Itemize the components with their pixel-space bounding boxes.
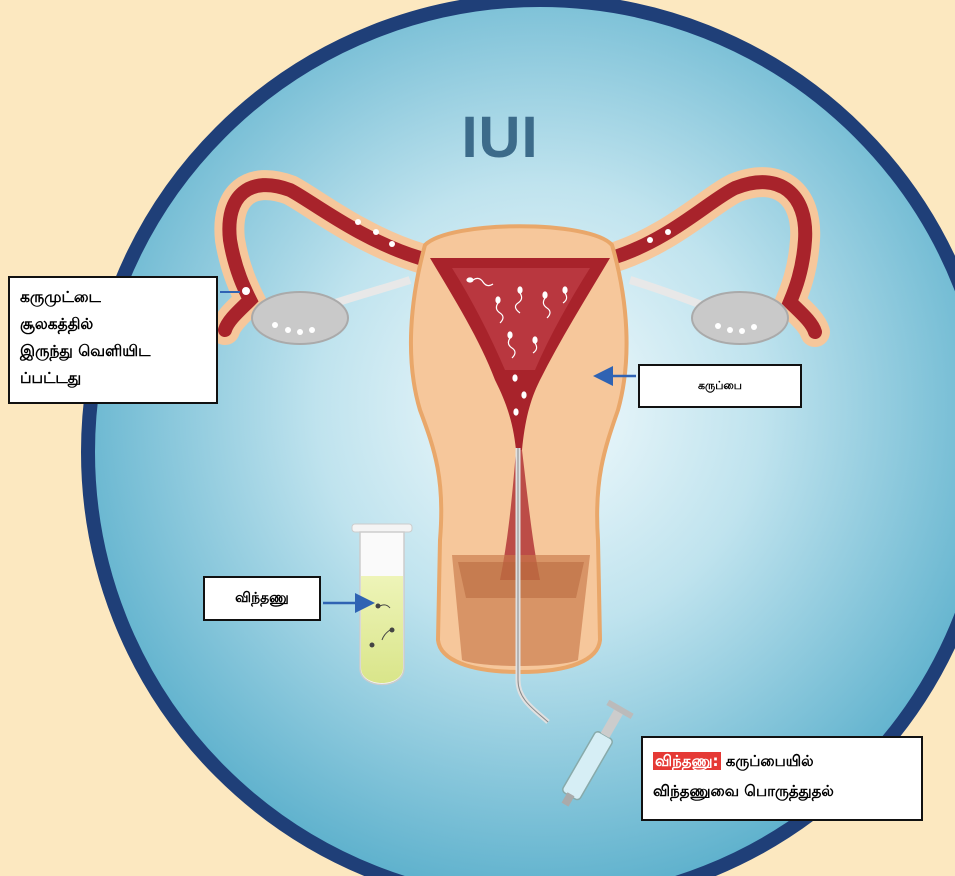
diagram-title: IUI: [440, 104, 560, 171]
label-line: சூலகத்தில்: [20, 311, 206, 338]
label-uterus: கருப்பை: [638, 364, 802, 408]
label-insemination: விந்தணு: கருப்பையில் விந்தணுவை பொருத்துத…: [641, 736, 923, 821]
label-line: இருந்து வெளியிட: [20, 338, 206, 365]
label-line: ப்பட்டது: [20, 365, 206, 392]
label-uterus-text: கருப்பை: [698, 379, 742, 394]
label-egg-released: கருமுட்டை சூலகத்தில் இருந்து வெளியிட ப்ப…: [8, 276, 218, 404]
label-line: கருமுட்டை: [20, 284, 206, 311]
right-ovary: [692, 292, 788, 344]
highlighted-term: விந்தணு:: [653, 752, 721, 770]
label-text: கருப்பையில்: [721, 752, 814, 770]
label-sperm: விந்தணு: [203, 576, 321, 621]
label-line: விந்தணுவை பொருத்துதல்: [653, 776, 911, 806]
label-sperm-text: விந்தணு: [235, 590, 289, 608]
label-line: விந்தணு: கருப்பையில்: [653, 746, 911, 776]
